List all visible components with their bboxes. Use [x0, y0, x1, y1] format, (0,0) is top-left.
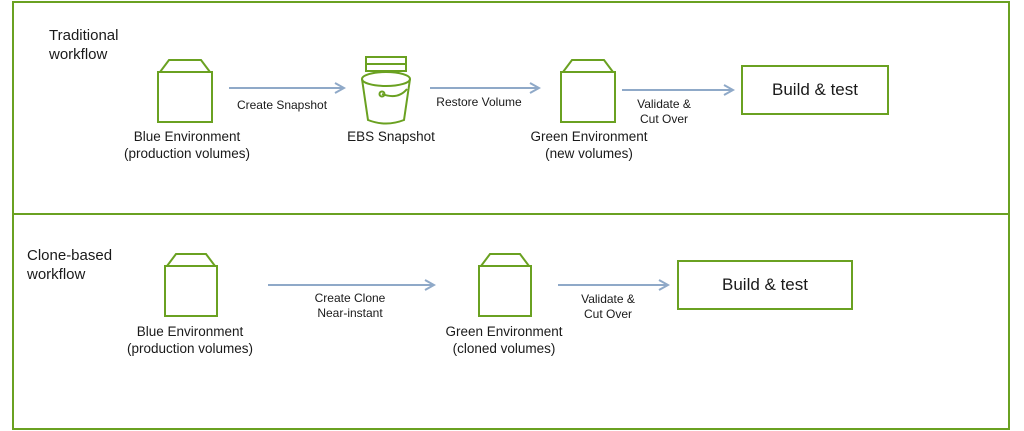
restore-volume-label: Restore Volume: [436, 95, 522, 109]
label-line2: Near-instant: [317, 306, 383, 320]
validate-cutover-label: Validate & Cut Over: [581, 292, 635, 322]
green-environment-caption: Green Environment (cloned volumes): [445, 323, 562, 357]
traditional-title-line2: workflow: [49, 46, 108, 63]
label-line2: Cut Over: [639, 112, 688, 126]
caption-line2: (production volumes): [126, 341, 254, 356]
label-line1: Create Clone: [314, 291, 386, 305]
caption-line1: Blue Environment: [133, 129, 241, 144]
clone-title-line2: workflow: [27, 266, 86, 283]
label-line1: Validate &: [581, 292, 635, 306]
caption-line2: (new volumes): [545, 146, 633, 161]
build-test-box: Build & test: [677, 260, 853, 310]
blue-environment-caption: Blue Environment (production volumes): [127, 323, 253, 357]
caption-line2: (production volumes): [123, 146, 251, 161]
caption-line1: Green Environment: [445, 324, 563, 339]
validate-cutover-label: Validate & Cut Over: [637, 97, 691, 127]
green-environment-caption: Green Environment (new volumes): [530, 128, 647, 162]
ebs-snapshot-caption: EBS Snapshot: [347, 129, 435, 144]
label-line1: Validate &: [637, 97, 691, 111]
create-snapshot-label: Create Snapshot: [236, 98, 328, 112]
create-clone-label: Create Clone Near-instant: [315, 291, 386, 321]
traditional-title: Traditional workflow: [49, 26, 118, 64]
build-test-box: Build & test: [741, 65, 889, 115]
clone-title-line1: Clone-based: [27, 247, 113, 264]
traditional-title-line1: Traditional: [49, 27, 119, 44]
bucket-icon: [361, 56, 411, 125]
caption-line1: Green Environment: [530, 129, 648, 144]
volume-box-icon: [560, 59, 616, 123]
label-line2: Cut Over: [583, 307, 632, 321]
clone-workflow-panel: [12, 213, 1010, 430]
caption-line1: Blue Environment: [136, 324, 244, 339]
caption-line2: (cloned volumes): [452, 341, 556, 356]
volume-box-icon: [157, 59, 213, 123]
blue-environment-caption: Blue Environment (production volumes): [124, 128, 250, 162]
build-test-label: Build & test: [772, 80, 858, 99]
volume-box-icon: [478, 253, 532, 317]
volume-box-icon: [164, 253, 218, 317]
clone-title: Clone-based workflow: [27, 246, 112, 284]
build-test-label: Build & test: [722, 275, 808, 294]
